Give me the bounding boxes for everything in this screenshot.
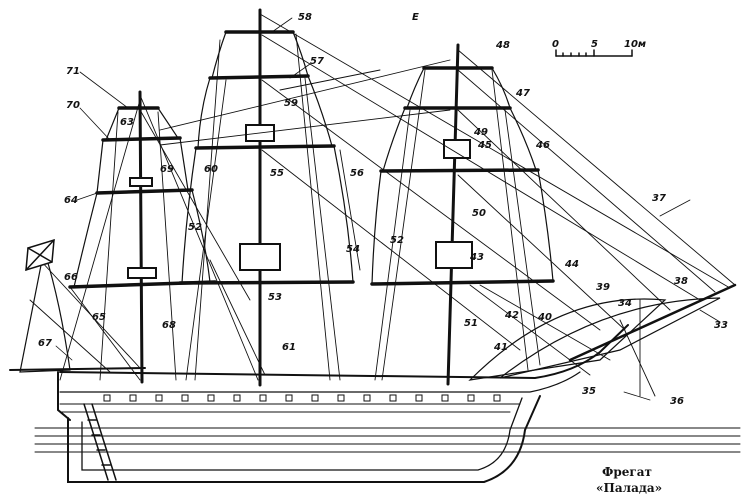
stern-ladder [83, 403, 117, 481]
callout-label: 52 [188, 222, 202, 233]
callout-label: 38 [674, 276, 688, 287]
callout-label: 71 [66, 66, 80, 77]
callout-label: 47 [515, 88, 530, 99]
callout-label: 43 [469, 252, 484, 263]
callout-label: 67 [38, 338, 52, 349]
callout-label: 41 [493, 342, 508, 353]
leader-lines [55, 17, 721, 401]
callout-label: 51 [464, 318, 478, 329]
gunports [103, 394, 501, 402]
scale-bar [555, 49, 633, 57]
spanker-boom [9, 367, 146, 371]
hull [57, 324, 629, 483]
scale-tick-label: 5 [591, 39, 598, 50]
callout-label: 52 [390, 235, 404, 246]
callout-label: 35 [582, 386, 596, 397]
callout-label: 70 [66, 100, 80, 111]
bowsprit [568, 283, 737, 362]
caption-line-1: Фрегат [602, 465, 652, 479]
callout-label: 46 [535, 140, 550, 151]
callout-label: 60 [204, 164, 218, 175]
callout-label: 40 [537, 312, 552, 323]
water-lines [34, 427, 741, 453]
callout-label: 49 [473, 127, 488, 138]
callout-label: 50 [472, 208, 486, 219]
callout-label: 44 [564, 259, 579, 270]
callout-label: 61 [282, 342, 296, 353]
callout-label: 36 [670, 396, 684, 407]
callout-label: 68 [162, 320, 176, 331]
callout-label: 33 [714, 320, 728, 331]
callout-label: 39 [596, 282, 610, 293]
callout-label: 64 [64, 195, 78, 206]
callout-label: 55 [270, 168, 284, 179]
callout-label: 57 [310, 56, 324, 67]
callout-label: 53 [268, 292, 282, 303]
callout-label: 48 [495, 40, 510, 51]
callout-labels: 33 34 35 36 37 38 39 40 41 42 43 44 45 4… [38, 12, 728, 407]
callout-label: 63 [120, 117, 134, 128]
caption-line-2: «Палада» [596, 481, 662, 495]
callout-label: 34 [618, 298, 632, 309]
scale-tick-label: 0 [552, 39, 559, 50]
scale-tick-label: 10м [624, 39, 646, 50]
corner-letter: Е [412, 12, 419, 23]
callout-label: 59 [284, 98, 298, 109]
callout-label: 58 [298, 12, 312, 23]
callout-label: 65 [92, 312, 106, 323]
callout-label: 37 [652, 193, 666, 204]
callout-label: 45 [477, 140, 492, 151]
ensign-flag [25, 238, 55, 272]
callout-label: 66 [64, 272, 78, 283]
callout-label: 56 [350, 168, 364, 179]
callout-label: 69 [160, 164, 174, 175]
callout-label: 54 [346, 244, 360, 255]
callout-label: 42 [504, 310, 519, 321]
rigging [29, 13, 736, 397]
